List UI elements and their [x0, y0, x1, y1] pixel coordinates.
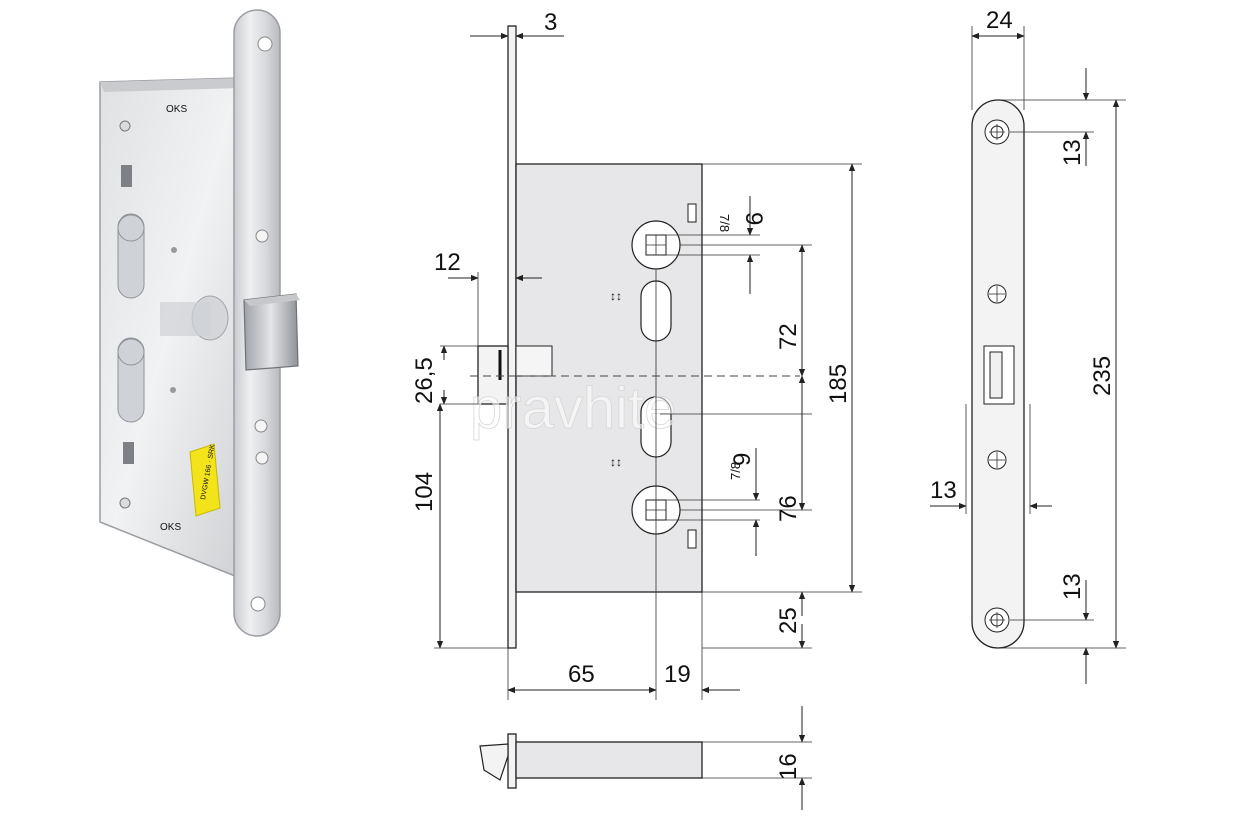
square-hole-bottom-photo — [123, 442, 134, 464]
cylinder-round-top-photo — [117, 214, 145, 242]
dim-square-bottom: 9 — [729, 453, 756, 466]
side-dimensions: 3 12 26,5 104 65 19 72 — [411, 9, 862, 700]
dim-latch-to-bottom: 104 — [411, 472, 438, 512]
symbol-top-side: ↕↕ — [610, 289, 622, 303]
case-logo-bottom-photo: OKS — [160, 522, 181, 533]
dim-backset: 65 — [568, 661, 595, 688]
dim-faceplate-thickness: 3 — [544, 9, 557, 36]
dim-center-offset: 19 — [664, 661, 691, 688]
dim-square-top-small: 7/8 — [717, 214, 732, 232]
faceplate-screw-mid1-photo — [255, 229, 269, 243]
bottom-body — [515, 741, 703, 779]
bottom-latch — [479, 743, 509, 781]
tab-bottom-side — [687, 529, 697, 549]
rivet-mid2-photo — [170, 387, 176, 393]
dim-plate-length: 235 — [1089, 356, 1116, 396]
faceplate-screw-mid2-photo — [254, 419, 268, 433]
cylinder-round-bottom-photo — [117, 338, 145, 366]
tab-top-side — [687, 203, 697, 223]
dim-spindle-to-cylinder-top: 72 — [775, 323, 802, 350]
dim-body-height: 185 — [825, 364, 852, 404]
rivet-mid-photo — [171, 247, 177, 253]
watermark-text: pravhite — [470, 376, 676, 441]
front-latch-inner — [989, 351, 1003, 399]
dim-latch-projection: 12 — [434, 249, 461, 276]
symbol-bottom-side: ↕↕ — [610, 455, 622, 469]
lock-bottom-view: 16 — [479, 706, 812, 810]
dim-bottom-offset: 25 — [775, 607, 802, 634]
rivet-bottom-photo — [119, 497, 131, 509]
sticker-photo — [189, 443, 221, 517]
dim-hole-bottom: 13 — [1059, 573, 1086, 600]
dim-latch-width: 13 — [930, 477, 957, 504]
dim-square-bottom-small: 7/8 — [728, 462, 743, 480]
square-hole-top-photo — [121, 165, 132, 187]
latch-inner-side — [515, 345, 553, 377]
dim-square-top: 9 — [740, 212, 767, 225]
latch-side — [477, 345, 509, 405]
faceplate-screw-bottom-photo — [250, 596, 266, 612]
case-logo-top-photo: OKS — [166, 104, 187, 115]
rivet-top-photo — [119, 120, 131, 132]
dim-latch-height: 26,5 — [411, 357, 438, 404]
dim-body-thickness: 16 — [775, 753, 802, 780]
forend-plate-side — [507, 25, 517, 649]
faceplate-front-view — [971, 99, 1025, 649]
faceplate-screw-mid3-photo — [255, 451, 269, 465]
front-dimensions: 24 235 13 13 13 — [930, 7, 1126, 684]
dim-hole-top: 13 — [1059, 139, 1086, 166]
spindle-shaft-photo — [160, 302, 210, 336]
latch-bolt-top-photo — [244, 294, 300, 306]
dim-spindle-to-cylinder-bottom: 76 — [775, 495, 802, 522]
lock-case-top-edge — [100, 78, 240, 92]
latch-bolt-photo — [243, 293, 299, 371]
lock-photo: OKS OKS DVGW 166 · SRK — [99, 9, 300, 637]
bottom-forend — [507, 733, 517, 789]
dim-faceplate-width: 24 — [986, 7, 1013, 34]
lock-side-view: ↕↕ ↕↕ pravhite — [470, 25, 800, 649]
faceplate-screw-top-photo — [257, 36, 273, 52]
